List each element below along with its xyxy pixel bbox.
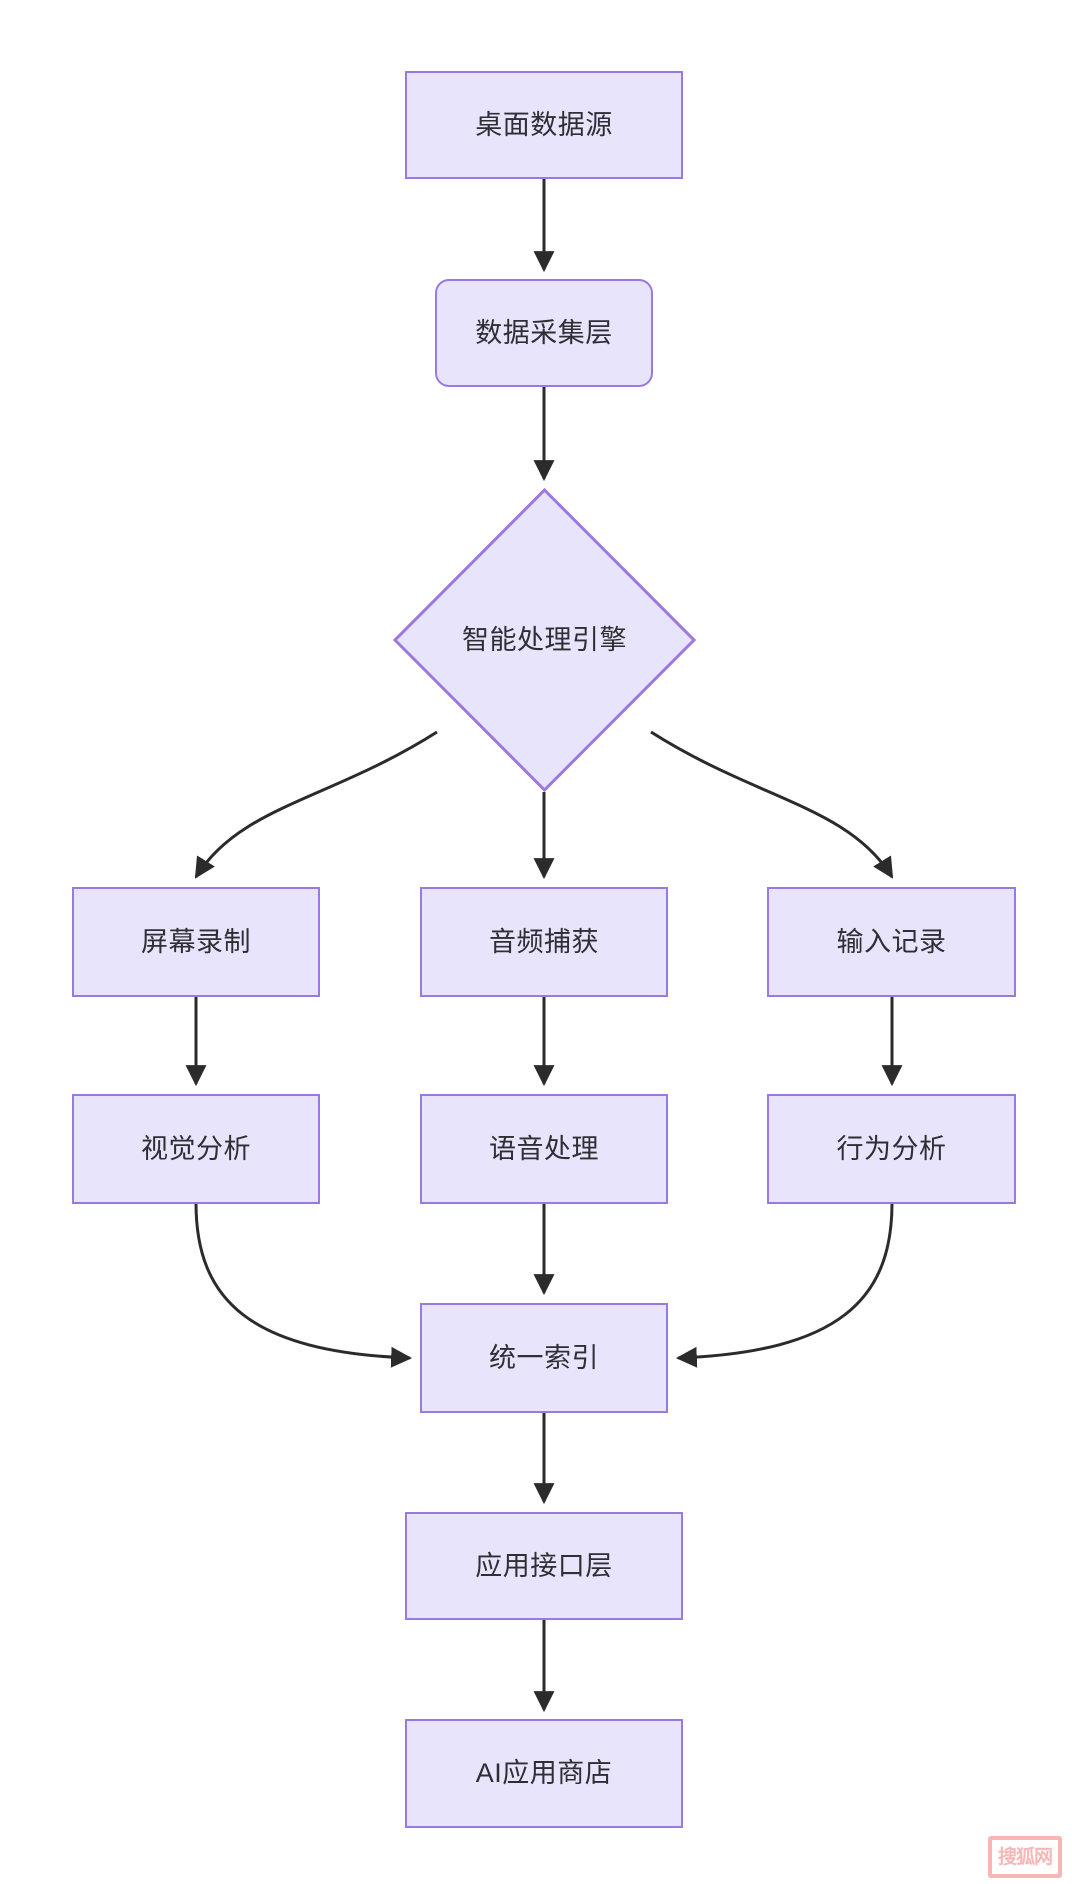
edge-n7-n10 xyxy=(194,1202,413,1368)
node-label: 屏幕录制 xyxy=(141,926,251,957)
node-label: 统一索引 xyxy=(489,1342,599,1373)
node-audio-capture[interactable]: 音频捕获 xyxy=(420,887,668,997)
node-label: 桌面数据源 xyxy=(475,109,613,140)
node-desktop-data-source[interactable]: 桌面数据源 xyxy=(405,71,683,179)
node-label: 行为分析 xyxy=(836,1133,947,1164)
node-speech-processing[interactable]: 语音处理 xyxy=(420,1094,668,1204)
node-label-wrapper: 智能处理引擎 xyxy=(393,488,696,792)
node-label: 音频捕获 xyxy=(489,926,599,957)
node-unified-index[interactable]: 统一索引 xyxy=(420,1303,668,1413)
node-label: 应用接口层 xyxy=(475,1550,613,1581)
node-label: 语音处理 xyxy=(489,1133,599,1164)
node-ai-app-store[interactable]: AI应用商店 xyxy=(405,1719,683,1828)
node-application-interface-layer[interactable]: 应用接口层 xyxy=(405,1512,683,1620)
node-label: 智能处理引擎 xyxy=(462,624,627,655)
watermark: 搜狐网 xyxy=(988,1836,1062,1878)
node-behavior-analysis[interactable]: 行为分析 xyxy=(767,1094,1016,1204)
node-visual-analysis[interactable]: 视觉分析 xyxy=(72,1094,320,1204)
diamond-shape xyxy=(393,488,696,792)
node-label: 输入记录 xyxy=(836,926,947,957)
edge-n9-n10 xyxy=(675,1202,894,1368)
node-label: 视觉分析 xyxy=(141,1133,251,1164)
node-intelligent-processing-engine[interactable]: 智能处理引擎 xyxy=(393,488,696,792)
node-data-collection-layer[interactable]: 数据采集层 xyxy=(435,279,653,387)
node-label: AI应用商店 xyxy=(475,1758,613,1788)
node-label: 数据采集层 xyxy=(475,317,613,348)
node-input-logging[interactable]: 输入记录 xyxy=(767,887,1016,997)
node-screen-recording[interactable]: 屏幕录制 xyxy=(72,887,320,997)
watermark-text: 搜狐网 xyxy=(997,1845,1053,1868)
